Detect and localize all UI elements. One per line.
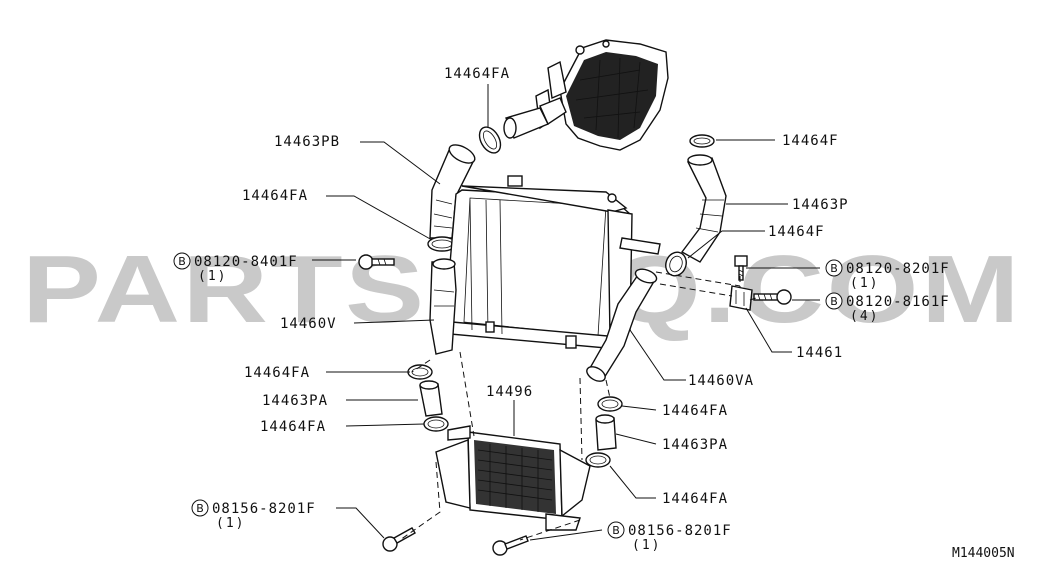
bolt-qty: (1) [198,269,227,284]
bolt-marker: B [612,524,620,537]
bolt-marker: B [196,502,204,515]
dashed-assembly-lines [399,271,757,541]
bolt-qty: (1) [632,538,661,553]
label-14463PA-left: 14463PA [262,393,328,409]
radiator-drawing [445,175,661,349]
bolt-callout-08120-8161F: B 08120-8161F (4) [825,292,950,324]
label-14464FA-l2: 14464FA [244,365,310,381]
clamp-14464F-mid [665,251,687,277]
clamp-14464FA-r2 [585,452,611,468]
bolt-08120-8401F-shape [358,254,395,270]
label-14464FA-top: 14464FA [444,66,510,82]
bolt-code: 08120-8161F [846,294,950,310]
pipe-14460V [429,258,457,355]
bolt-code: 08156-8201F [212,501,316,517]
label-14464F-mid: 14464F [768,224,825,240]
intercooler-drawing [435,425,591,531]
bolt-callout-08156-8201F-right: B 08156-8201F (1) [607,521,732,553]
bolt-qty: (4) [850,309,879,324]
label-14460VA: 14460VA [688,373,754,389]
hose-14463PA-right [595,414,617,451]
label-14461: 14461 [796,345,843,361]
clamp-14464F-top [689,134,715,148]
bolt-marker: B [178,255,186,268]
hose-14463PA-left [419,380,443,417]
bolt-marker: B [830,262,838,275]
bolt-code: 08156-8201F [628,523,732,539]
label-14464FA-l3: 14464FA [260,419,326,435]
label-14463PA-right: 14463PA [662,437,728,453]
clamp-14464FA-l3 [423,416,449,432]
bolt-code: 08120-8401F [194,254,298,270]
pipe-14460VA [586,268,658,382]
bolt-08120-8201F-shape [734,255,748,281]
engine-block-drawing [535,39,669,151]
label-14463P: 14463P [792,197,849,213]
label-14464FA-r1: 14464FA [662,403,728,419]
clamp-14464FA-top [478,126,502,154]
bolt-qty: (1) [850,276,879,291]
label-14464FA-r2: 14464FA [662,491,728,507]
label-14464F-top: 14464F [782,133,839,149]
label-14460V: 14460V [280,316,337,332]
bolt-marker: B [830,295,838,308]
diagram-code: M144005N [952,546,1015,561]
label-14463PB: 14463PB [274,134,340,150]
bolt-callout-08156-8201F-left: B 08156-8201F (1) [191,499,316,531]
clamp-14464FA-r1 [597,396,623,412]
leader-lines [312,84,820,541]
turbo-outlet-pipe [503,97,567,139]
bolt-08156-left-shape [382,527,416,552]
part-labels: 14464FA 14463PB 14464FA 14464F 14463P 14… [242,66,849,507]
bolt-qty: (1) [216,516,245,531]
bolt-callout-08120-8401F: B 08120-8401F (1) [173,252,298,284]
bracket-14461 [729,285,753,311]
bolt-08120-8161F-shape [753,289,792,305]
label-14496: 14496 [486,384,533,400]
bolt-callout-08120-8201F: B 08120-8201F (1) [825,259,950,291]
clamp-14464FA-left [427,236,457,252]
bolt-code: 08120-8201F [846,261,950,277]
label-14464FA-left: 14464FA [242,188,308,204]
